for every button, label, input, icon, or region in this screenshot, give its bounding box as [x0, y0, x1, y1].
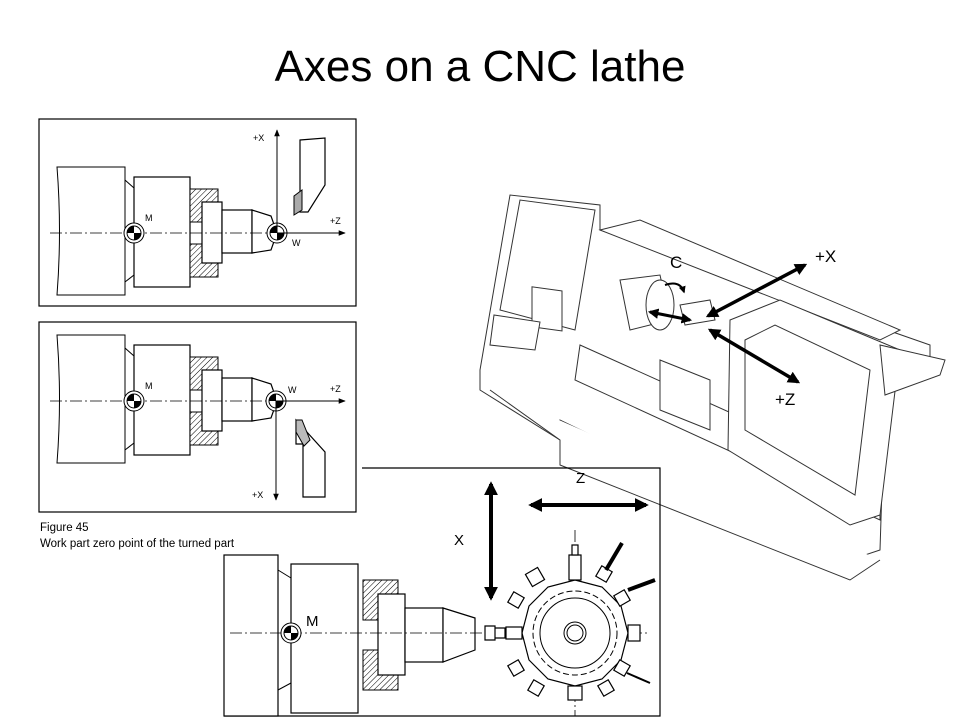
c-axis-label: C — [670, 253, 682, 272]
machine-zero-label: M — [145, 213, 153, 223]
z-axis-label: Z — [576, 470, 585, 487]
x-axis-label: +X — [815, 247, 836, 266]
machine-zero-label: M — [306, 613, 319, 630]
slide-title: Axes on a CNC lathe — [274, 42, 686, 91]
x-axis-label: +X — [252, 490, 263, 500]
x-axis-label: +X — [253, 133, 264, 143]
figure-caption-number: Figure 45 — [40, 522, 89, 534]
z-axis-label: +Z — [330, 216, 341, 226]
figure-panel-upper: +X +Z M W — [38, 118, 357, 307]
x-axis-label: X — [454, 532, 464, 549]
machine-zero-icon — [123, 222, 145, 244]
machine-zero-icon — [280, 622, 302, 644]
turret-diagram: X Z M — [223, 467, 661, 717]
z-axis-label: +Z — [775, 390, 795, 409]
figure-caption-text: Work part zero point of the turned part — [40, 538, 235, 550]
figure-panel-lower: +X +Z M W — [38, 321, 357, 513]
work-zero-label: W — [288, 385, 297, 395]
lathe-illustration: C +X +Z — [479, 194, 946, 581]
z-axis-label: +Z — [330, 384, 341, 394]
work-zero-label: W — [292, 238, 301, 248]
machine-zero-icon — [123, 390, 145, 412]
machine-zero-label: M — [145, 381, 153, 391]
